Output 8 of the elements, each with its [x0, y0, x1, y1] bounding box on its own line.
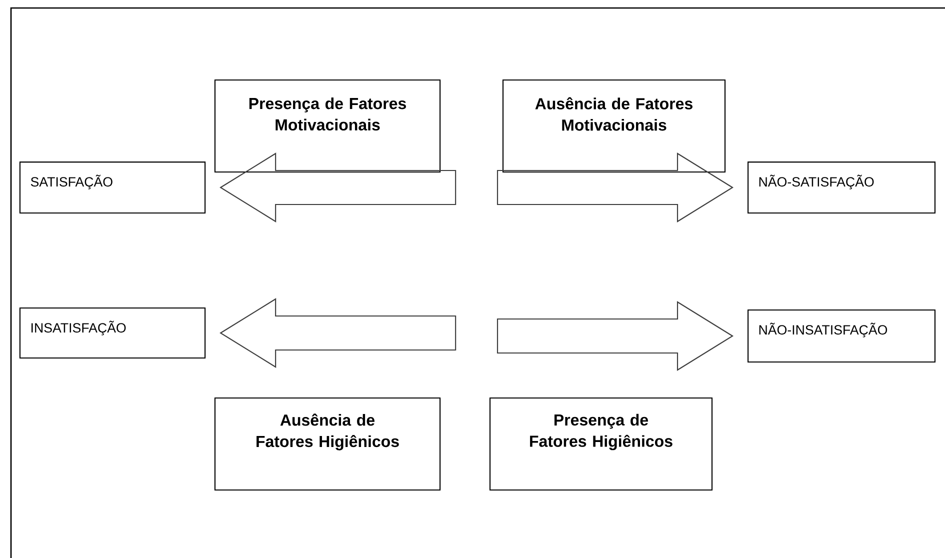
factor-box: Ausência de Fatores Motivacionais	[502, 79, 726, 173]
state-box: NÃO-SATISFAÇÃO	[748, 162, 936, 214]
factor-box: Presença de Fatores Higiênicos	[489, 397, 713, 491]
factor-box: Ausência de Fatores Higiênicos	[214, 397, 441, 491]
state-box: NÃO-INSATISFAÇÃO	[748, 309, 936, 363]
factor-box: Presença de Fatores Motivacionais	[214, 79, 441, 173]
state-box: SATISFAÇÃO	[19, 162, 206, 214]
state-box: INSATISFAÇÃO	[19, 307, 206, 359]
